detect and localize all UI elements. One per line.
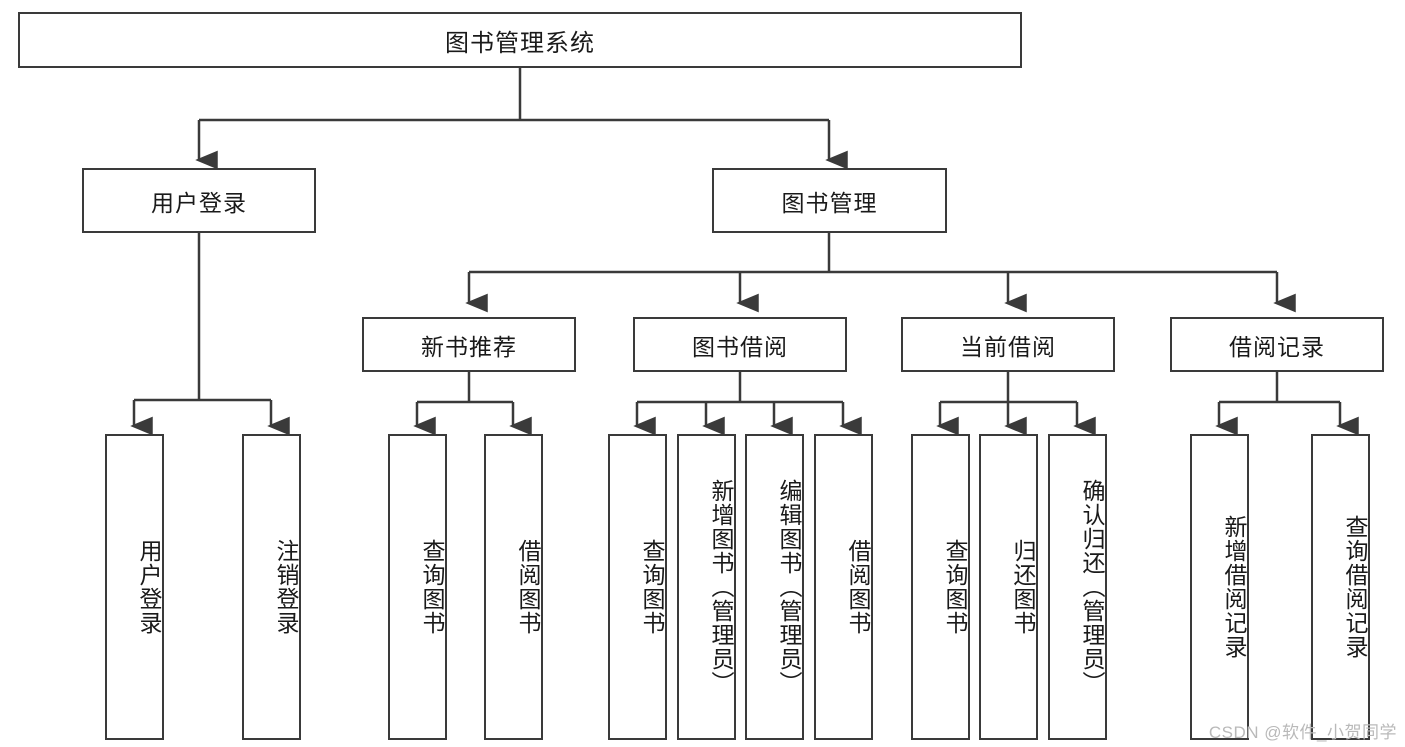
node-label: 用户登录: [151, 189, 247, 216]
node-borrow-record[interactable]: 借阅记录: [1170, 317, 1384, 372]
csdn-watermark: CSDN @软件_小贺同学: [1208, 723, 1397, 742]
leaf-borrow-book-recommend[interactable]: 借阅图书: [484, 434, 543, 740]
leaf-confirm-return-admin[interactable]: 确认归还（管理员）: [1048, 434, 1107, 740]
node-user-login[interactable]: 用户登录: [82, 168, 316, 233]
node-book-borrow[interactable]: 图书借阅: [633, 317, 847, 372]
node-label: 借阅记录: [1229, 333, 1325, 360]
node-label: 查询图书: [419, 539, 445, 635]
node-label: 新增图书（管理员）: [708, 479, 734, 695]
node-label: 查询借阅记录: [1342, 515, 1368, 659]
node-label: 注销登录: [273, 539, 299, 635]
node-label: 图书管理系统: [445, 29, 595, 57]
leaf-logout-login[interactable]: 注销登录: [242, 434, 301, 740]
node-label: 查询图书: [639, 539, 665, 635]
node-label: 确认归还（管理员）: [1079, 479, 1105, 695]
node-current-borrow[interactable]: 当前借阅: [901, 317, 1115, 372]
node-label: 归还图书: [1010, 539, 1036, 635]
leaf-user-login[interactable]: 用户登录: [105, 434, 164, 740]
leaf-return-book[interactable]: 归还图书: [979, 434, 1038, 740]
node-label: 图书管理: [781, 189, 878, 216]
node-label: 当前借阅: [960, 333, 1056, 360]
leaf-borrow-book[interactable]: 借阅图书: [814, 434, 873, 740]
node-new-book-recommend[interactable]: 新书推荐: [362, 317, 576, 372]
leaf-query-book-borrow[interactable]: 查询图书: [608, 434, 667, 740]
node-book-management[interactable]: 图书管理: [712, 168, 947, 233]
leaf-edit-book-admin[interactable]: 编辑图书（管理员）: [745, 434, 804, 740]
node-label: 新书推荐: [421, 333, 517, 360]
node-label: 新增借阅记录: [1221, 515, 1247, 659]
leaf-query-book-current[interactable]: 查询图书: [911, 434, 970, 740]
leaf-add-book-admin[interactable]: 新增图书（管理员）: [677, 434, 736, 740]
node-label: 借阅图书: [515, 539, 541, 635]
leaf-query-book-recommend[interactable]: 查询图书: [388, 434, 447, 740]
node-label: 编辑图书（管理员）: [776, 479, 802, 695]
node-label: 借阅图书: [845, 539, 871, 635]
node-label: 用户登录: [136, 539, 162, 635]
node-label: 图书借阅: [692, 333, 788, 360]
node-label: 查询图书: [942, 539, 968, 635]
leaf-query-borrow-record[interactable]: 查询借阅记录: [1311, 434, 1370, 740]
node-root-book-management-system[interactable]: 图书管理系统: [18, 12, 1022, 68]
leaf-add-borrow-record[interactable]: 新增借阅记录: [1190, 434, 1249, 740]
